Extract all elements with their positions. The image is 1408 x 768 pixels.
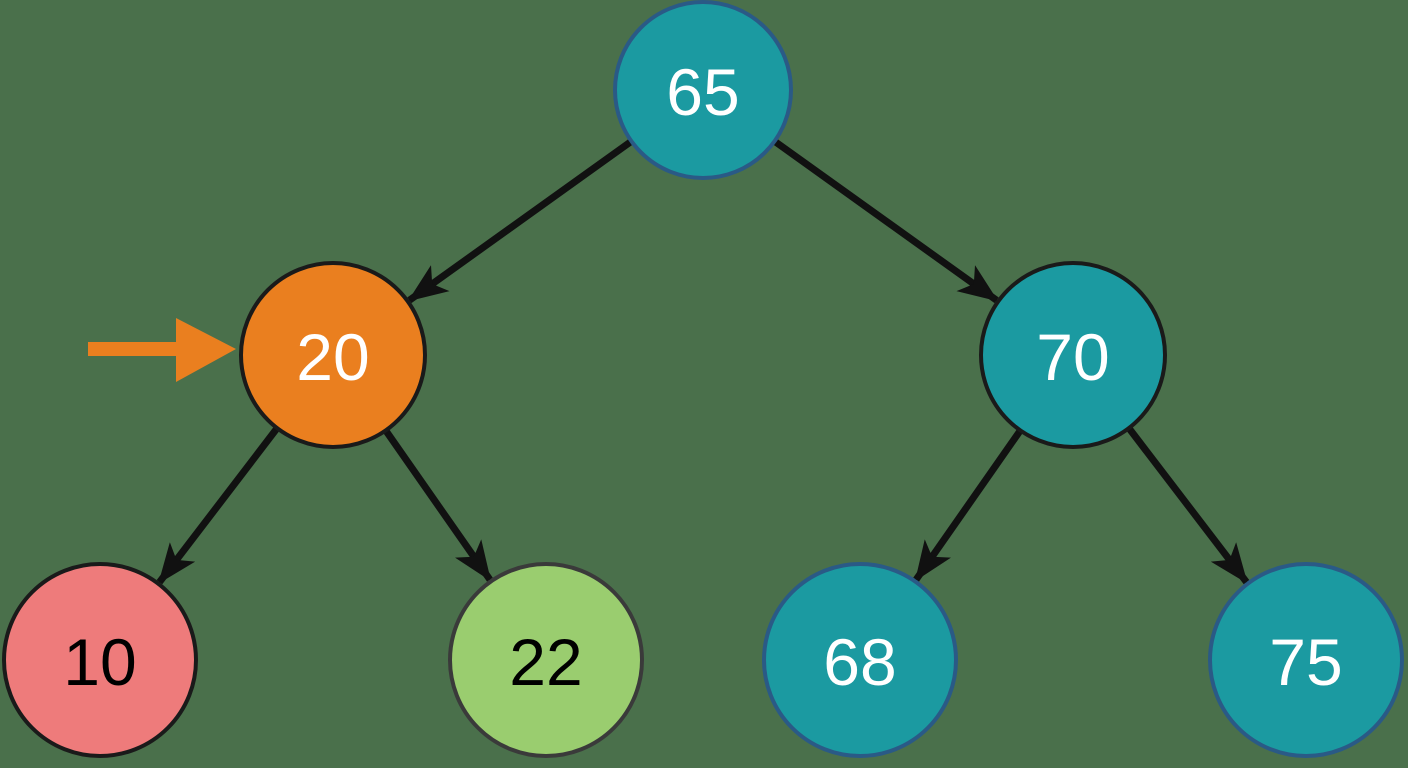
node-value-label: 10 <box>63 625 136 699</box>
node-value-label: 68 <box>823 625 896 699</box>
edge-20-to-10 <box>156 424 282 585</box>
tree-node-22: 22 <box>448 562 644 758</box>
edge-70-to-68 <box>913 426 1025 582</box>
current-node-pointer <box>88 318 236 382</box>
tree-node-65: 65 <box>613 0 793 180</box>
tree-node-68: 68 <box>762 562 958 758</box>
node-value-label: 65 <box>666 55 739 129</box>
node-value-label: 70 <box>1036 320 1109 394</box>
tree-node-75: 75 <box>1208 562 1404 758</box>
node-circle <box>979 261 1167 449</box>
node-circle <box>448 562 644 758</box>
tree-node-10: 10 <box>2 562 198 758</box>
node-value-label: 75 <box>1269 625 1342 699</box>
node-circle <box>613 0 793 180</box>
arrow-right-icon <box>176 318 236 382</box>
edge-65-to-70 <box>770 137 999 304</box>
node-circle <box>2 562 198 758</box>
edge-70-to-75 <box>1124 424 1250 585</box>
tree-node-20: 20 <box>239 261 427 449</box>
tree-node-70: 70 <box>979 261 1167 449</box>
node-value-label: 22 <box>509 625 582 699</box>
edge-65-to-20 <box>407 137 636 304</box>
node-value-label: 20 <box>296 320 369 394</box>
node-circle <box>239 261 427 449</box>
edge-20-to-22 <box>381 426 493 582</box>
tree-edges <box>156 137 1250 585</box>
node-circle <box>1208 562 1404 758</box>
node-circle <box>762 562 958 758</box>
